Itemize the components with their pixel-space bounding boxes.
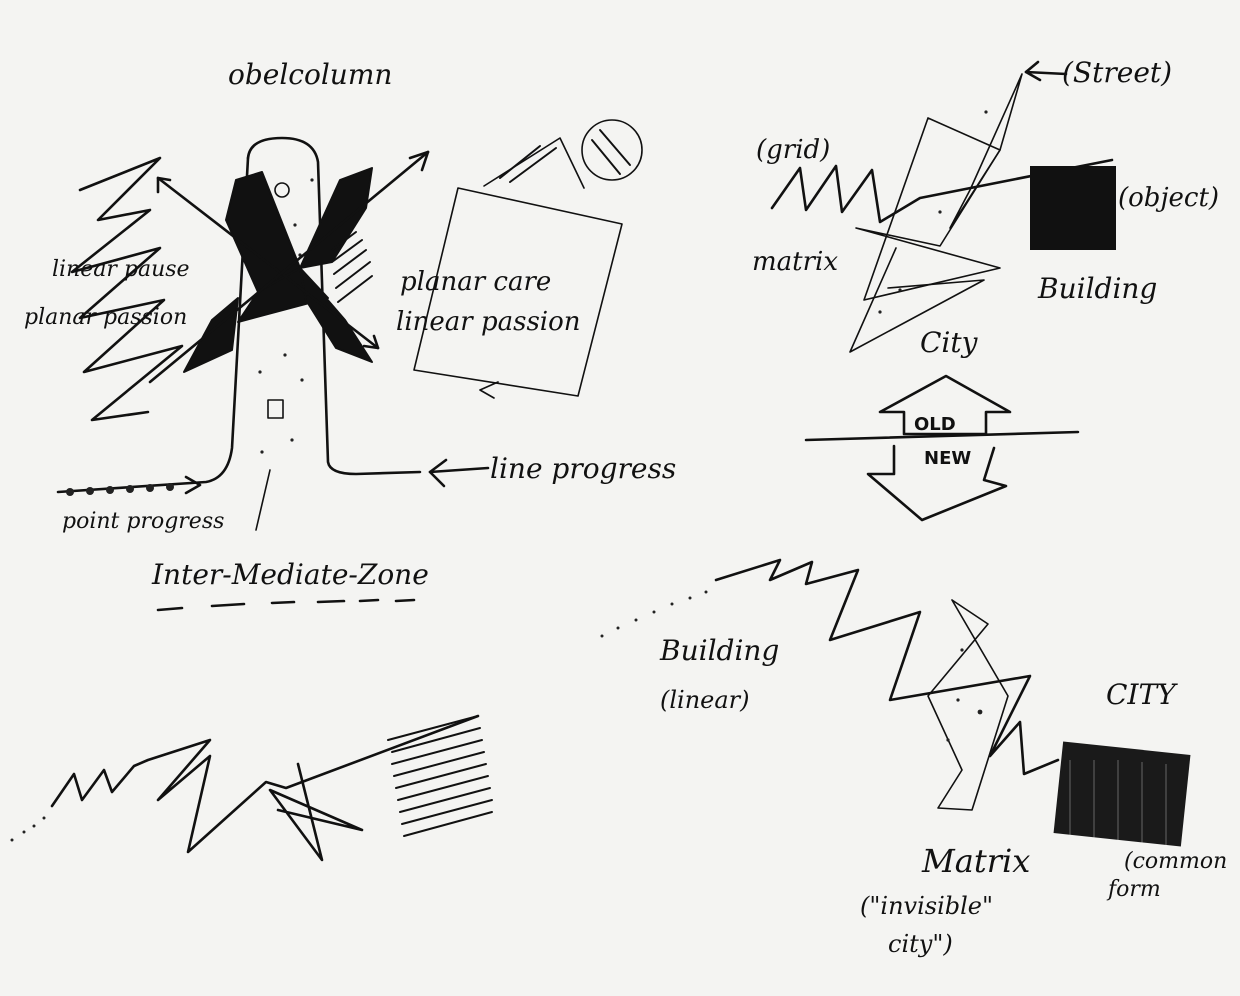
matrix-label-bottom: Matrix <box>921 842 1030 880</box>
street-pointer <box>1026 72 1066 74</box>
invisible-city-label-2: city") <box>888 930 953 958</box>
city-block <box>1054 742 1191 847</box>
line-progress-arrow <box>430 468 488 472</box>
small-arrow-in-square <box>480 382 498 398</box>
triangle-hatch <box>500 130 630 182</box>
intermediate-zone-dashes <box>158 600 414 610</box>
dotted-lead-right <box>601 591 708 638</box>
city-label-right: CITY <box>1106 678 1178 711</box>
city-label-top: City <box>920 326 979 359</box>
line-progress-label: line progress <box>490 452 676 485</box>
bottom-zigzag-right <box>716 560 1058 774</box>
dotted-lead-left <box>11 817 46 842</box>
x-shade-lower-left <box>184 298 238 372</box>
star-shape <box>270 764 362 860</box>
x-arm-2 <box>150 152 428 382</box>
zigzag-left <box>72 158 182 420</box>
bottom-matrix-stipple <box>946 648 982 741</box>
matrix-label-top: matrix <box>752 247 838 277</box>
pointer-line <box>256 470 270 530</box>
object-block <box>1030 166 1116 250</box>
city-diagram-top: (Street) (grid) matrix (object) Building… <box>752 56 1219 520</box>
linear-passion-label: linear passion <box>396 307 581 337</box>
column-window <box>268 400 283 418</box>
linear-label: (linear) <box>660 686 750 714</box>
linear-pause-label: linear pause <box>52 257 190 282</box>
bottom-left-sketch <box>11 716 493 860</box>
point-progress-label: point progress <box>62 509 224 534</box>
common-form-label-1: (common <box>1124 849 1227 874</box>
point-progress-arrowhead <box>186 477 200 493</box>
small-circle <box>582 120 642 180</box>
old-label: OLD <box>914 414 956 435</box>
obelisk-sketch: obelcolumn <box>24 58 676 610</box>
obelisk-label: obelcolumn <box>228 58 392 91</box>
street-arrowhead <box>1026 62 1040 80</box>
city-diagram-bottom: Building (linear) CITY Matrix ("invisibl… <box>601 560 1228 958</box>
hatched-block-left <box>388 716 492 836</box>
matrix-triangle-bottom <box>928 600 1008 810</box>
small-triangle <box>484 138 584 188</box>
street-triangle <box>950 74 1022 228</box>
common-form-label-2: form <box>1106 877 1161 902</box>
building-label-top: Building <box>1037 272 1157 305</box>
object-label: (object) <box>1118 183 1219 213</box>
planar-care-label: planar care <box>400 267 551 297</box>
column-circle <box>275 183 289 197</box>
planar-passion-label: planar passion <box>24 305 187 330</box>
grid-label: (grid) <box>756 135 830 165</box>
street-label: (Street) <box>1062 56 1172 89</box>
intermediate-zone-label: Inter-Mediate-Zone <box>151 558 429 591</box>
invisible-city-label-1: ("invisible" <box>860 892 993 920</box>
line-progress-arrowhead <box>430 460 446 486</box>
building-label-mid: Building <box>659 634 779 667</box>
new-label: NEW <box>924 448 971 469</box>
